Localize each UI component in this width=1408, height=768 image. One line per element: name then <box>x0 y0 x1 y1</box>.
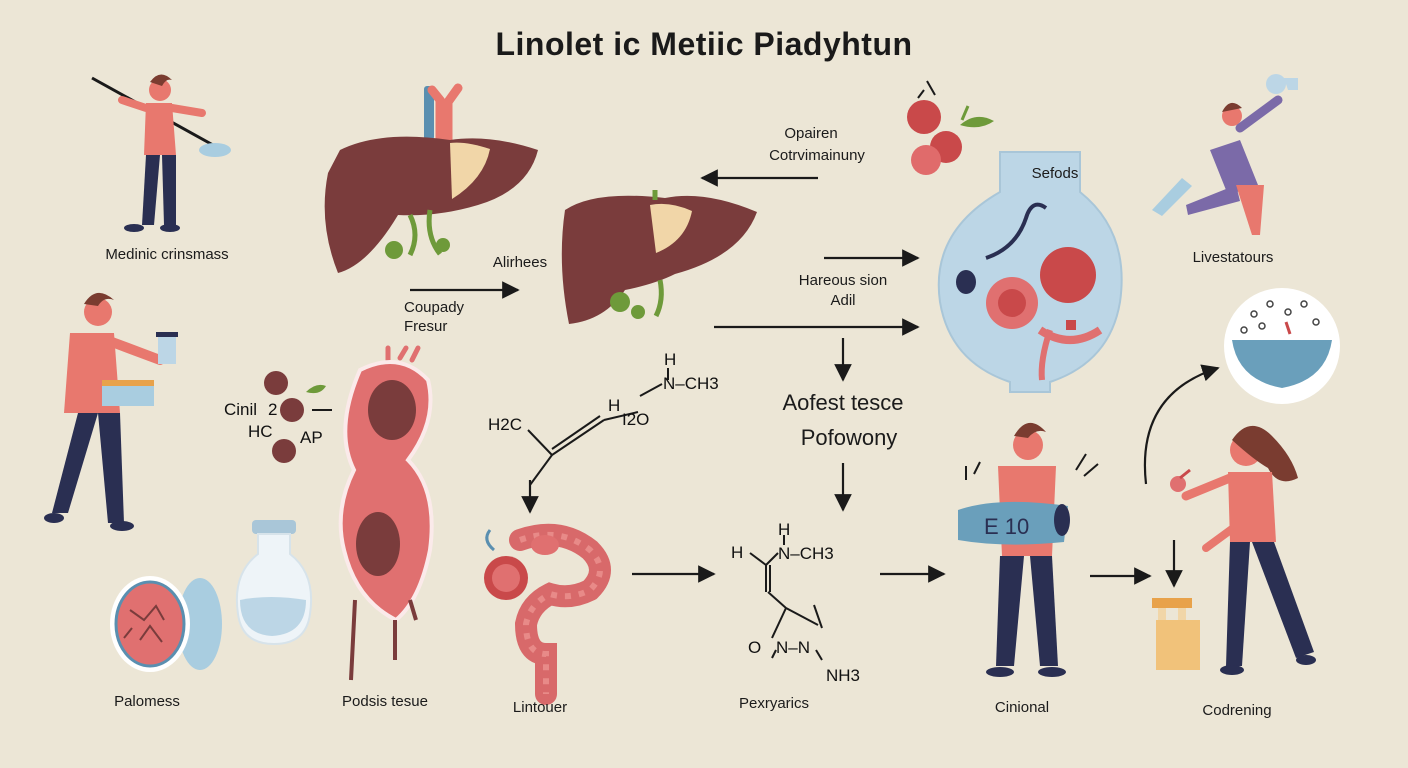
chem-nn: N‒N <box>776 638 811 657</box>
label-sefods: Sefods <box>1031 165 1079 182</box>
liver-icon-1 <box>324 83 538 273</box>
chem-hc: HC <box>248 422 273 441</box>
label-adil: Adil <box>830 292 856 309</box>
person-woman-icon <box>1170 425 1316 675</box>
label-codrening: Codrening <box>1202 702 1272 719</box>
flow-arrows <box>410 169 1220 588</box>
chem-h2c: H2C <box>488 415 523 434</box>
chem-nh3: NH3 <box>826 666 861 685</box>
chem-nch3-2: N‒CH3 <box>778 544 834 563</box>
label-opairen: Opairen <box>784 125 838 142</box>
chem-i2o: I2O <box>622 410 650 429</box>
person-holding-box-icon <box>44 292 178 531</box>
bowl-dish-icon <box>1224 288 1340 404</box>
person-holding-sign-icon <box>958 422 1099 677</box>
label-lintouer: Lintouer <box>512 699 568 716</box>
chem-o: O <box>748 638 762 657</box>
berries-icon <box>907 80 994 175</box>
molecule-dots-icon <box>264 371 332 463</box>
chemical-structure-1 <box>527 368 669 486</box>
chem-h-bottom: H <box>778 520 791 539</box>
container-jar-icon <box>1152 598 1200 670</box>
chemical-structure-2 <box>749 535 823 661</box>
person-reaching-icon <box>1152 74 1298 235</box>
chem-h-left: H <box>731 543 744 562</box>
intestine-icon <box>484 523 611 705</box>
organ-flask-icon <box>937 151 1123 393</box>
label-cotrvimainuny: Cotrvimainuny <box>769 147 865 164</box>
person-with-stick-icon <box>91 74 231 232</box>
label-coupady: Coupady <box>404 299 465 316</box>
label-hareous: Hareous sion <box>798 272 888 289</box>
label-palomess: Palomess <box>114 693 180 710</box>
label-medinic: Medinic crinsmass <box>105 246 229 263</box>
liver-icon-2 <box>561 190 757 324</box>
chem-nch3-1: N‒CH3 <box>663 374 719 393</box>
flask-bottle-icon <box>235 520 313 646</box>
page-title: Linolet ic Metiic Piadyhtun <box>495 26 913 62</box>
label-podsis: Podsis tesue <box>342 693 428 710</box>
label-livestatours: Livestatours <box>1192 249 1274 266</box>
arrow-curve-bowl <box>1143 364 1220 485</box>
label-fresur: Fresur <box>404 318 448 335</box>
chem-h-top: H <box>664 350 677 369</box>
label-pexryarics: Pexryarics <box>738 695 810 712</box>
label-aofest: Aofest tesce <box>782 390 904 415</box>
tissue-dish-icon <box>110 576 222 672</box>
label-pofowony: Pofowony <box>800 425 898 450</box>
label-cinional: Cinional <box>994 699 1050 716</box>
chem-h-mid: H <box>608 396 621 415</box>
chem-two: 2 <box>268 400 278 419</box>
kidney-organ-icon <box>338 345 434 681</box>
sign-text: E 10 <box>984 514 1030 539</box>
chem-cinil: Cinil <box>224 400 258 419</box>
label-alirhees: Alirhees <box>492 254 548 271</box>
chem-ap: AP <box>300 428 323 447</box>
